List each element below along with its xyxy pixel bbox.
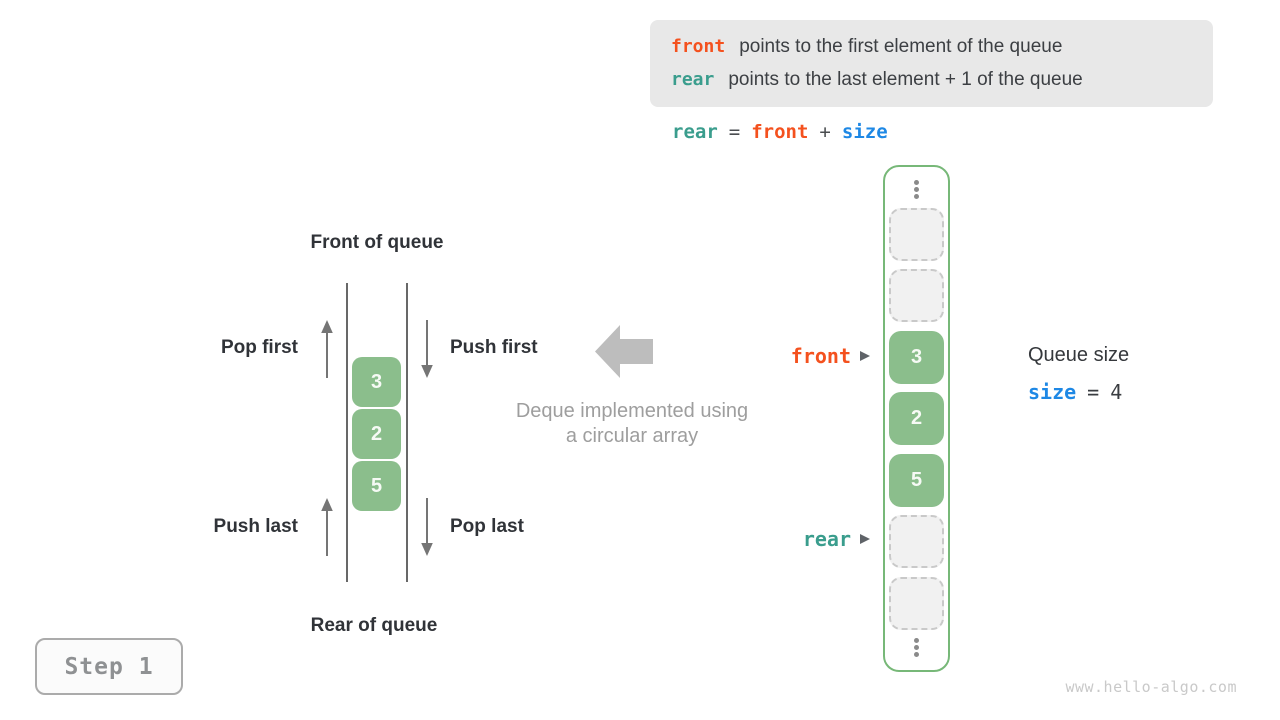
array-cell-filled: 2 xyxy=(889,392,944,445)
stack-item: 2 xyxy=(352,409,401,459)
size-equals: = xyxy=(1087,380,1100,404)
caption: Deque implemented using a circular array xyxy=(516,399,748,449)
size-keyword: size xyxy=(1028,380,1077,404)
stack-item: 3 xyxy=(352,357,401,407)
watermark: www.hello-algo.com xyxy=(1065,678,1237,696)
stack-item-value: 5 xyxy=(370,474,383,497)
ellipsis-icon xyxy=(914,180,919,199)
formula-size: size xyxy=(841,121,888,143)
circular-array: 3 2 5 xyxy=(883,165,950,672)
front-description: points to the first element of the queue xyxy=(739,35,1063,57)
pop-last-label: Pop last xyxy=(450,516,524,537)
rear-pointer-label: rear xyxy=(802,527,851,551)
info-box: front points to the first element of the… xyxy=(650,20,1213,107)
caption-line1: Deque implemented using xyxy=(515,400,749,422)
step-badge: Step 1 xyxy=(35,638,183,695)
front-keyword: front xyxy=(671,35,726,57)
channel-right-line xyxy=(406,283,408,582)
caption-line2: a circular array xyxy=(565,425,699,447)
down-arrow-icon xyxy=(421,498,433,556)
info-line-rear: rear points to the last element + 1 of t… xyxy=(671,69,1213,91)
formula-front: front xyxy=(751,121,809,143)
size-value: 4 xyxy=(1110,380,1123,404)
push-last-label: Push last xyxy=(213,516,298,537)
rear-pointer: rear xyxy=(803,527,870,551)
rear-of-queue-label: Rear of queue xyxy=(310,615,438,636)
queue-size-equation: size = 4 xyxy=(1028,380,1122,404)
front-pointer-label: front xyxy=(790,344,851,368)
array-cell-empty xyxy=(889,576,944,630)
pointer-arrowhead-icon xyxy=(860,534,870,544)
formula-equals: = xyxy=(728,121,741,143)
array-cell-empty xyxy=(889,269,944,322)
rear-keyword: rear xyxy=(671,69,715,91)
array-cell-filled: 3 xyxy=(889,330,944,384)
formula-rear: rear xyxy=(672,121,718,143)
push-first-label: Push first xyxy=(450,337,538,358)
pointer-arrowhead-icon xyxy=(860,351,870,361)
front-of-queue-label: Front of queue xyxy=(310,232,444,253)
front-pointer: front xyxy=(791,344,870,368)
array-cell-value: 3 xyxy=(910,345,923,368)
info-line-front: front points to the first element of the… xyxy=(671,36,1213,58)
array-cell-empty xyxy=(889,207,944,261)
formula-plus: + xyxy=(819,121,831,143)
pop-first-label: Pop first xyxy=(220,337,298,358)
up-arrow-icon xyxy=(321,498,333,556)
up-arrow-icon xyxy=(321,320,333,378)
down-arrow-icon xyxy=(421,320,433,378)
array-cell-filled: 5 xyxy=(889,453,944,507)
queue-size-label: Queue size xyxy=(1028,344,1130,366)
stack-item-value: 2 xyxy=(370,422,383,445)
stack-item: 5 xyxy=(352,461,401,511)
array-cell-value: 2 xyxy=(910,407,923,429)
array-cell-value: 5 xyxy=(910,468,923,491)
left-block-arrow-icon xyxy=(595,325,653,378)
formula: rear = front + size xyxy=(672,121,888,143)
stack-item-value: 3 xyxy=(370,370,383,393)
rear-description: points to the last element + 1 of the qu… xyxy=(728,69,1083,91)
ellipsis-icon xyxy=(914,638,919,657)
channel-left-line xyxy=(346,283,348,582)
array-cell-empty xyxy=(889,515,944,568)
